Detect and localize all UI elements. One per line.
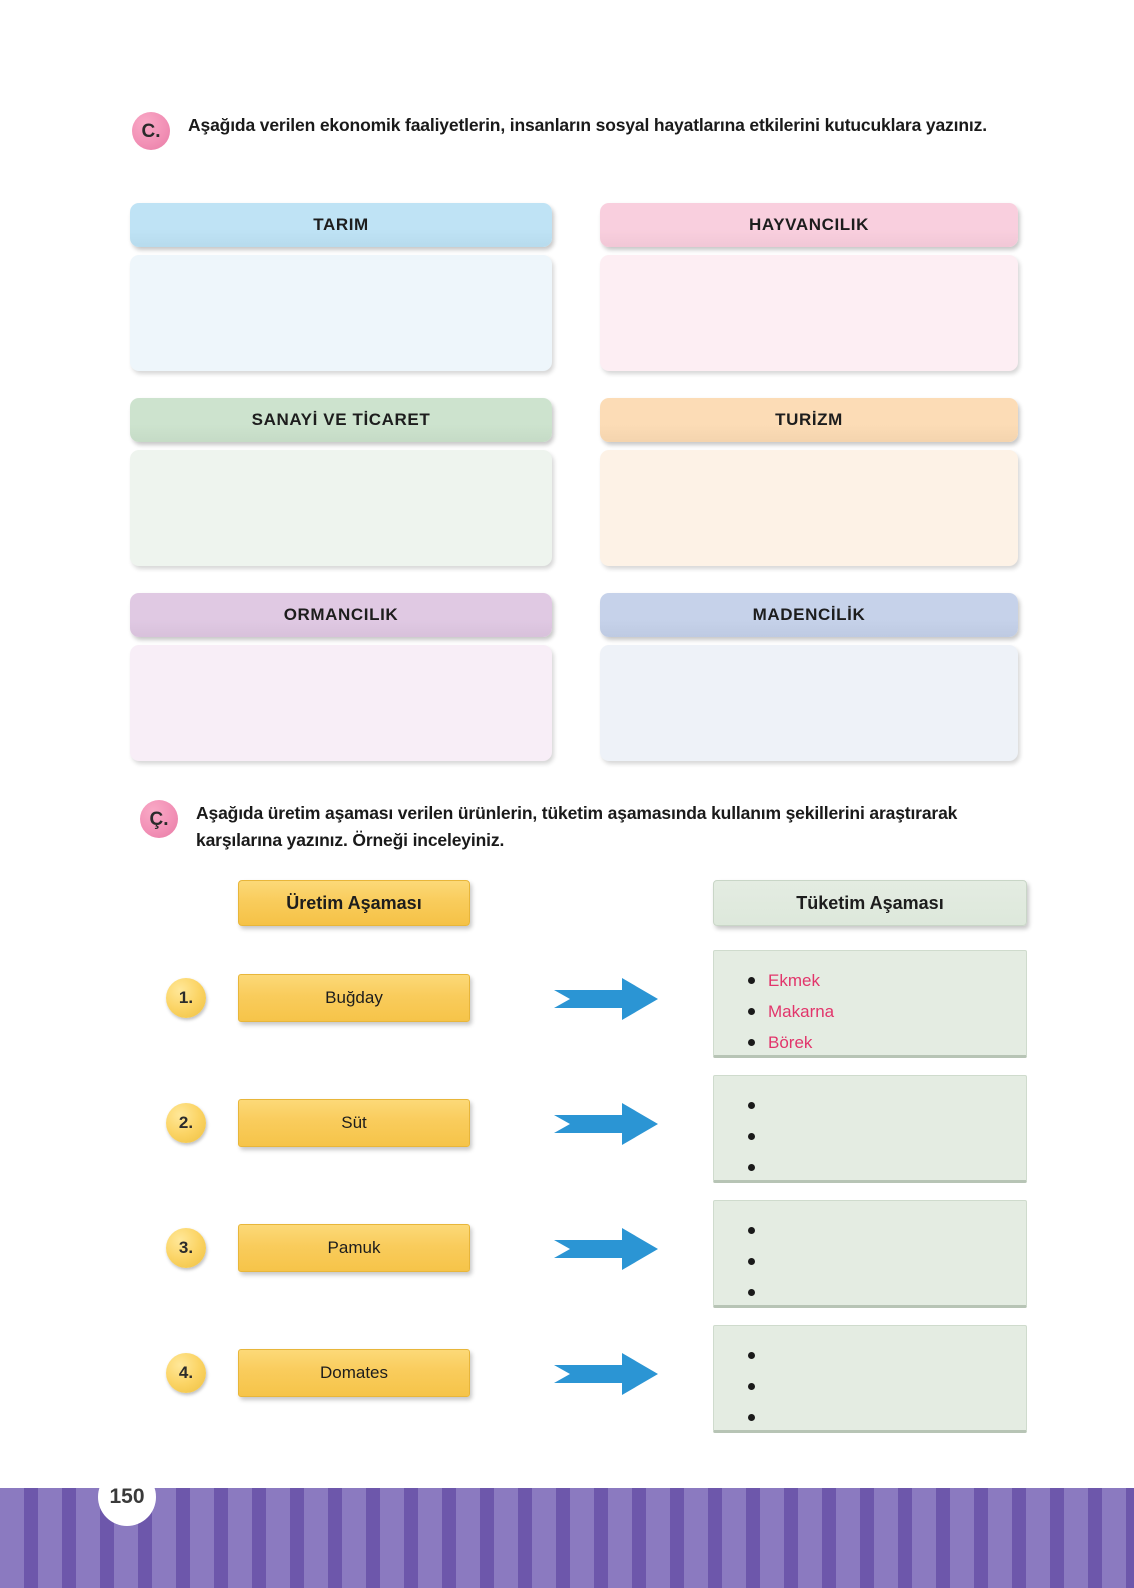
category-header-ormancilik: ORMANCILIK	[130, 593, 552, 637]
arrow-right-icon	[552, 1101, 662, 1147]
answer-item[interactable]	[748, 1090, 1026, 1121]
category-header-hayvancilik: HAYVANCILIK	[600, 203, 1018, 247]
category-answer-area-madenci̇li̇k[interactable]	[600, 645, 1018, 761]
product-box: Pamuk	[238, 1224, 470, 1272]
answer-item[interactable]	[748, 1340, 1026, 1371]
category-answer-area-ormancilik[interactable]	[130, 645, 552, 761]
category-header-turi̇zm: TURİZM	[600, 398, 1018, 442]
product-box: Buğday	[238, 974, 470, 1022]
category-header-sanayi̇-ve-ti̇caret: SANAYİ VE TİCARET	[130, 398, 552, 442]
consumption-answer-box[interactable]	[713, 1325, 1027, 1433]
row-number-badge: 2.	[166, 1103, 206, 1143]
row-number-badge: 1.	[166, 978, 206, 1018]
arrow-right-icon	[552, 1351, 662, 1397]
category-answer-area-hayvancilik[interactable]	[600, 255, 1018, 371]
answer-item[interactable]	[748, 1121, 1026, 1152]
answer-item[interactable]: Ekmek	[748, 965, 1026, 996]
answer-item[interactable]	[748, 1215, 1026, 1246]
instruction-block-cc: Ç. Aşağıda üretim aşaması verilen ürünle…	[140, 800, 1040, 854]
category-header-madenci̇li̇k: MADENCİLİK	[600, 593, 1018, 637]
page-footer-stripes	[0, 1488, 1134, 1588]
answer-list	[748, 1215, 1026, 1308]
column-header-consumption: Tüketim Aşaması	[713, 880, 1027, 926]
activity-badge-c: C.	[132, 112, 170, 150]
category-answer-area-turi̇zm[interactable]	[600, 450, 1018, 566]
row-number-badge: 4.	[166, 1353, 206, 1393]
answer-item[interactable]	[748, 1402, 1026, 1433]
answer-item[interactable]	[748, 1152, 1026, 1183]
consumption-answer-box[interactable]	[713, 1200, 1027, 1308]
category-header-tarim: TARIM	[130, 203, 552, 247]
category-answer-area-sanayi̇-ve-ti̇caret[interactable]	[130, 450, 552, 566]
consumption-answer-box[interactable]	[713, 1075, 1027, 1183]
answer-item[interactable]: Makarna	[748, 996, 1026, 1027]
answer-list	[748, 1090, 1026, 1183]
row-number-badge: 3.	[166, 1228, 206, 1268]
page-number: 150	[98, 1468, 156, 1526]
arrow-right-icon	[552, 1226, 662, 1272]
column-header-production: Üretim Aşaması	[238, 880, 470, 926]
answer-item[interactable]	[748, 1246, 1026, 1277]
activity-badge-cc: Ç.	[140, 800, 178, 838]
product-box: Süt	[238, 1099, 470, 1147]
answer-item[interactable]	[748, 1277, 1026, 1308]
instruction-block-c: C. Aşağıda verilen ekonomik faaliyetleri…	[132, 112, 1032, 150]
answer-item[interactable]: Börek	[748, 1027, 1026, 1058]
arrow-right-icon	[552, 976, 662, 1022]
answer-list	[748, 1340, 1026, 1433]
answer-item[interactable]	[748, 1371, 1026, 1402]
product-box: Domates	[238, 1349, 470, 1397]
instruction-text-c: Aşağıda verilen ekonomik faaliyetlerin, …	[188, 115, 987, 135]
instruction-text-cc: Aşağıda üretim aşaması verilen ürünlerin…	[196, 803, 958, 851]
category-answer-area-tarim[interactable]	[130, 255, 552, 371]
